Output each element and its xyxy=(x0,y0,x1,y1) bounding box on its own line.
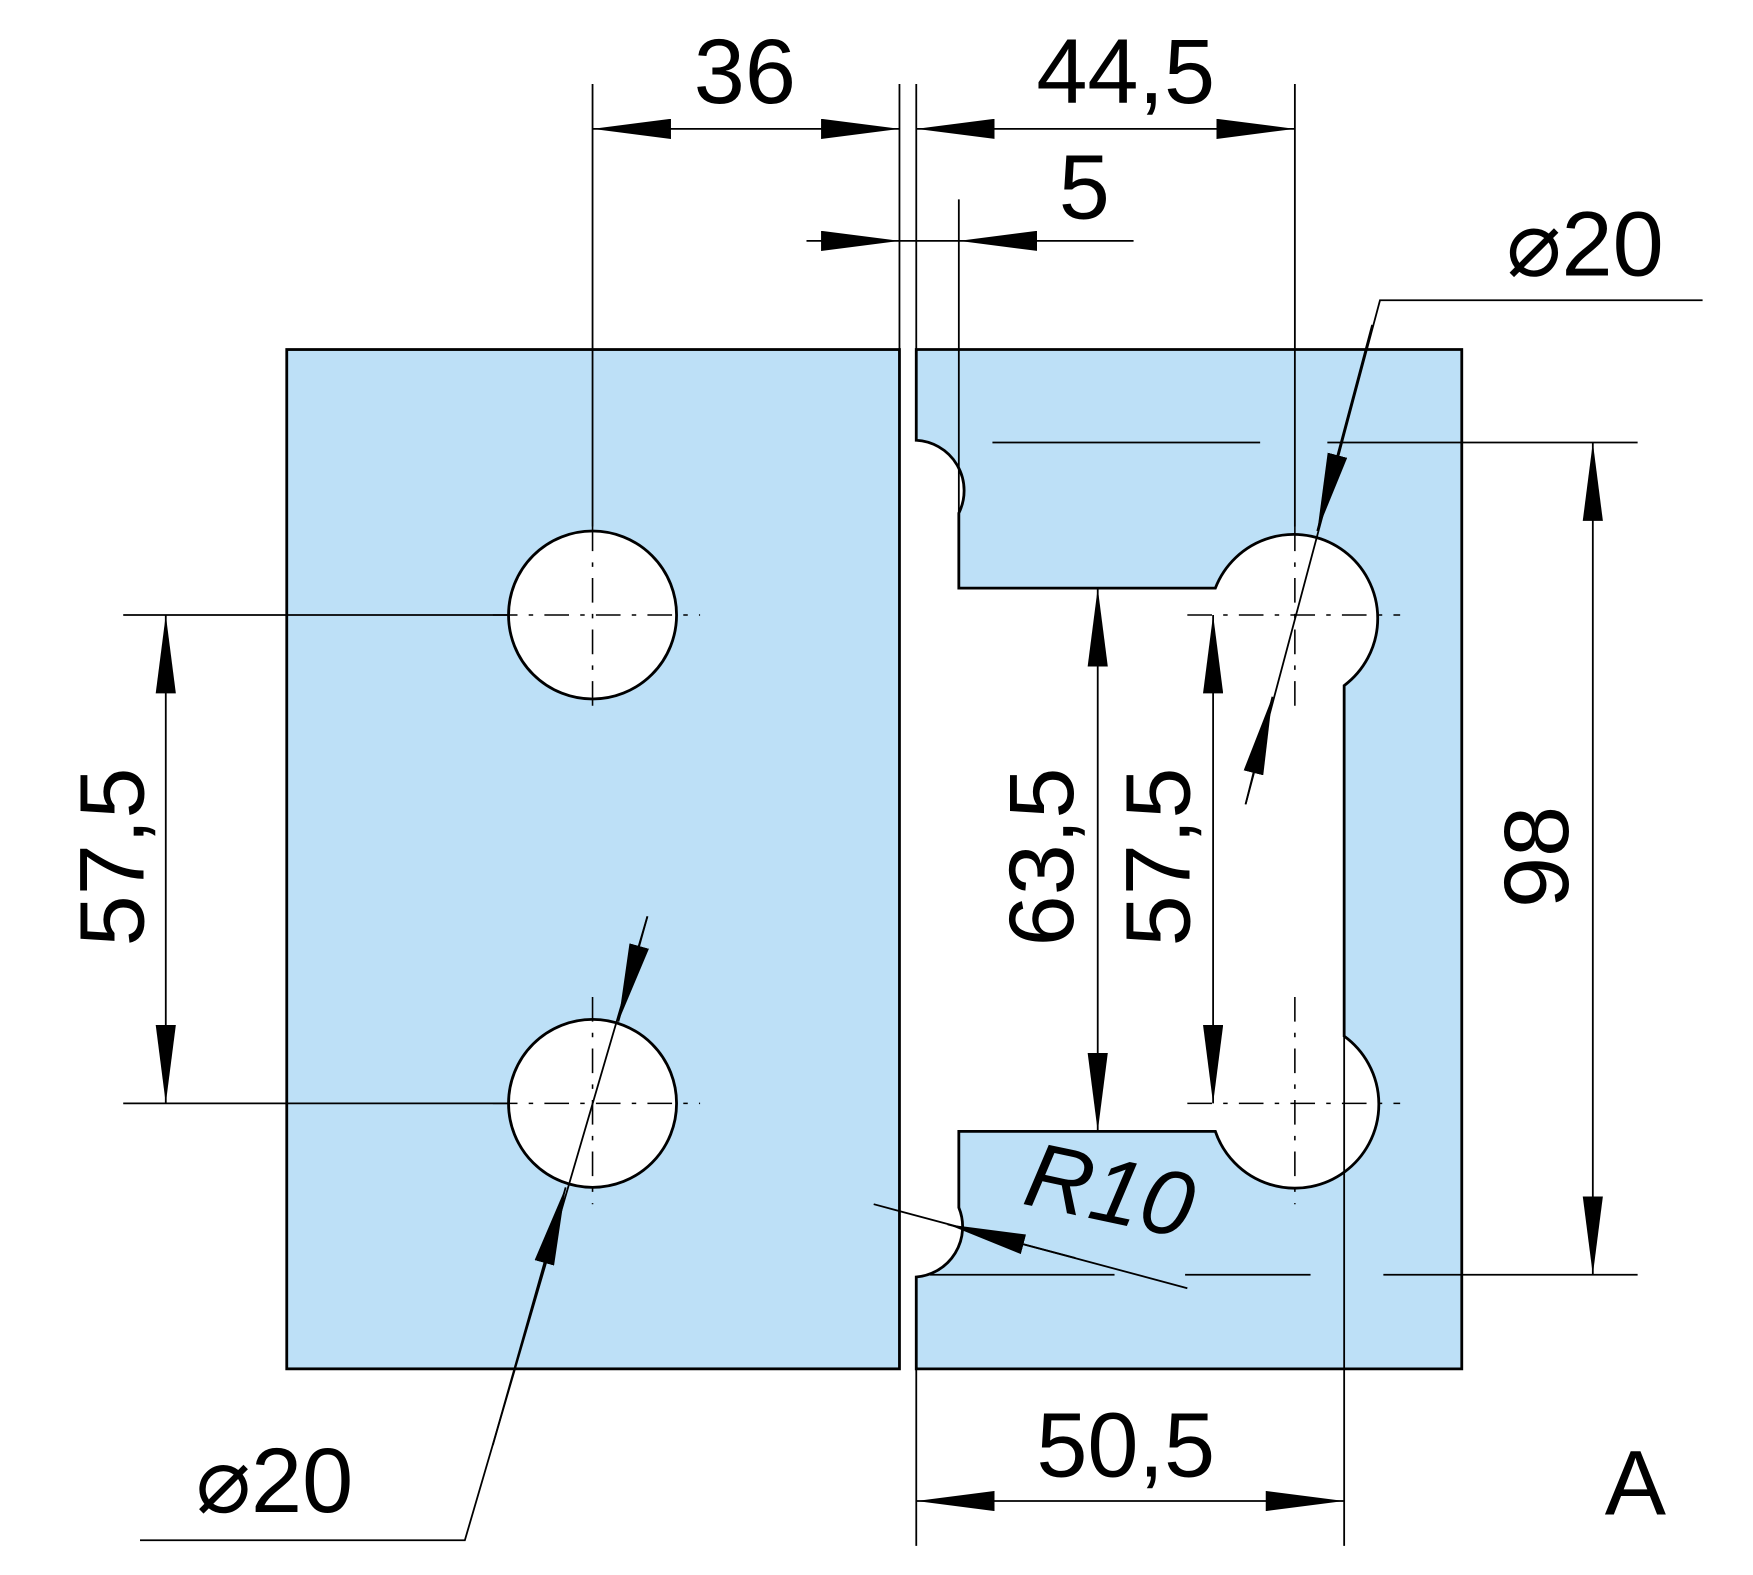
dim-5: 5 xyxy=(1059,136,1110,238)
right-plate xyxy=(914,348,1464,1371)
dim-36: 36 xyxy=(694,21,796,123)
leader-r10 xyxy=(873,1203,1188,1290)
dim-57-5-left: 57,5 xyxy=(61,768,163,947)
dim-63-5: 63,5 xyxy=(991,768,1093,947)
dim-57-5-right: 57,5 xyxy=(1108,768,1210,947)
dim-50-5: 50,5 xyxy=(1036,1394,1215,1496)
dim-44-5: 44,5 xyxy=(1036,21,1215,123)
leader-dia-bottom xyxy=(140,916,649,1542)
dim-dia-top: ⌀20 xyxy=(1506,194,1663,296)
extension-lines xyxy=(123,84,1638,1546)
leader-dia-top xyxy=(1243,299,1703,805)
view-label: A xyxy=(1605,1432,1667,1534)
dim-98: 98 xyxy=(1486,806,1588,908)
dim-dia-bottom: ⌀20 xyxy=(196,1430,353,1532)
center-lines xyxy=(492,526,1401,1205)
